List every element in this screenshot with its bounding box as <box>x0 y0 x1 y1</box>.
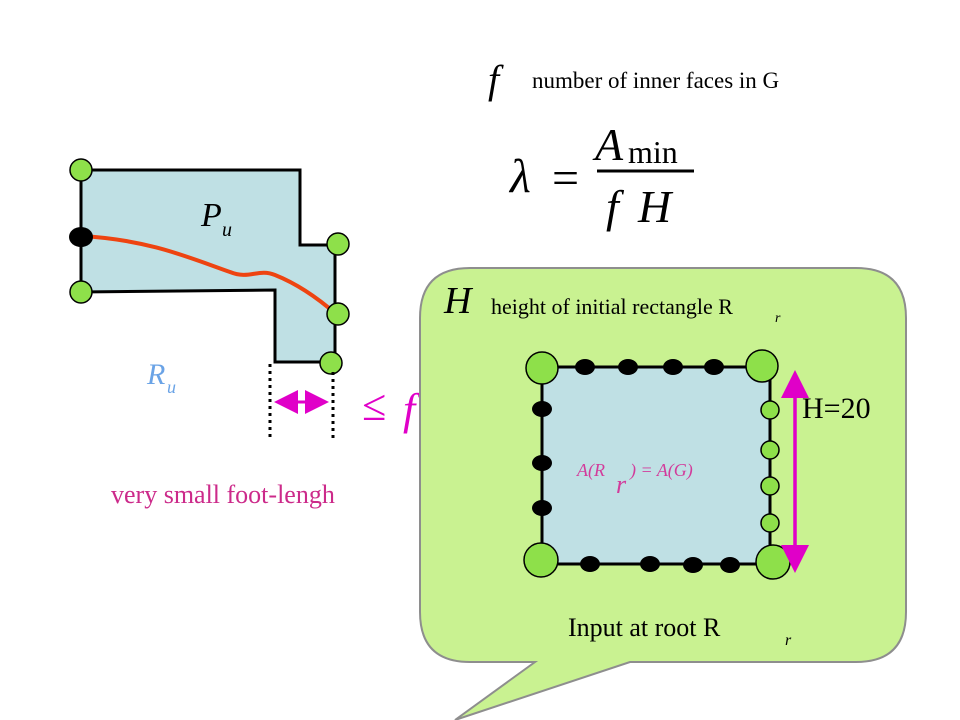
height-value-label: H=20 <box>802 392 871 425</box>
vertex-green <box>69 158 93 182</box>
callout-h-text: height of initial rectangle R <box>491 294 733 319</box>
vertex-black <box>575 359 595 375</box>
polygon-vertices <box>69 158 350 375</box>
numerator-subscript: min <box>628 134 678 170</box>
vertex-black <box>640 556 660 572</box>
foot-caption: very small foot-lengh <box>111 480 335 509</box>
area-label-a: A(R <box>576 460 605 481</box>
ru-label-main: R <box>146 358 165 391</box>
leq-var: f <box>403 385 421 434</box>
input-label-sub: r <box>785 632 792 649</box>
ru-label-sub: u <box>167 377 176 397</box>
pu-label-main: P <box>200 197 222 234</box>
vertex-black <box>532 455 552 471</box>
denominator-f: f <box>606 181 625 232</box>
pu-label-sub: u <box>222 219 232 241</box>
vertex-green <box>319 351 343 375</box>
vertex-green <box>760 400 780 420</box>
lambda-symbol: λ <box>508 150 531 203</box>
vertex-green <box>523 542 559 578</box>
area-label-b: ) = A(G) <box>629 460 693 481</box>
root-rectangle <box>540 365 772 566</box>
red-path <box>81 234 338 316</box>
vertex-green <box>525 351 559 385</box>
callout-h-text-sub: r <box>775 311 781 326</box>
vertex-black <box>580 556 600 572</box>
callout-h-symbol: H <box>443 280 474 322</box>
vertex-black <box>720 557 740 573</box>
vertex-green <box>745 349 779 383</box>
vertex-green <box>760 440 780 460</box>
area-label-sub: r <box>616 470 627 499</box>
vertex-black <box>532 401 552 417</box>
f-symbol: f <box>488 57 504 102</box>
f-definition-text: number of inner faces in G <box>532 68 779 93</box>
leq-symbol: ≤ <box>362 381 386 430</box>
vertex-green <box>760 476 780 496</box>
vertex-black <box>618 359 638 375</box>
vertex-green <box>326 232 350 256</box>
vertex-black <box>704 359 724 375</box>
vertex-green <box>326 302 350 326</box>
numerator-a: A <box>592 119 624 170</box>
vertex-green <box>755 544 791 580</box>
vertex-black <box>532 500 552 516</box>
input-label: Input at root R <box>568 613 721 642</box>
denominator-h: H <box>637 181 674 232</box>
vertex-green <box>760 513 780 533</box>
root-vertices <box>523 349 791 580</box>
vertex-green <box>69 280 93 304</box>
equals-sign: = <box>552 152 579 205</box>
vertex-black <box>69 227 93 247</box>
vertex-black <box>683 557 703 573</box>
vertex-black <box>663 359 683 375</box>
